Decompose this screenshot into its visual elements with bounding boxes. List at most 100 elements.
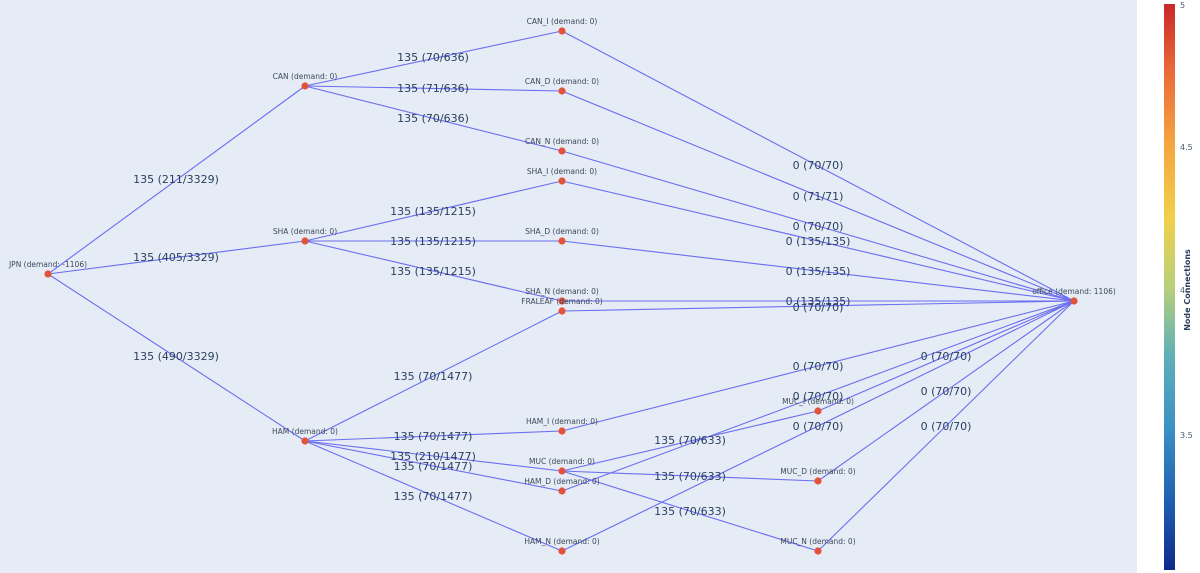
node-sha_d[interactable] bbox=[558, 237, 566, 245]
node-sha[interactable] bbox=[301, 237, 309, 245]
colorbar: 5 4.5 4 3.5 Node Connections bbox=[1164, 1, 1193, 570]
colorbar-title: Node Connections bbox=[1183, 249, 1192, 331]
node-muc_d[interactable] bbox=[814, 477, 822, 485]
edge-label: 0 (70/70) bbox=[793, 420, 844, 433]
edge-can_i-office bbox=[561, 30, 1075, 302]
colorbar-tick: 3.5 bbox=[1180, 431, 1193, 440]
edge-muc_n-office bbox=[817, 300, 1075, 552]
node-label: HAM (demand: 0) bbox=[272, 427, 338, 436]
edge-sha-sha_i bbox=[304, 180, 563, 242]
edge-muc_i-office bbox=[817, 300, 1075, 412]
node-label: CAN_N (demand: 0) bbox=[525, 137, 599, 146]
node-can_i[interactable] bbox=[558, 27, 566, 35]
node-fraleaf[interactable] bbox=[558, 307, 566, 315]
edge-label: 135 (70/1477) bbox=[394, 490, 473, 503]
edge-sha-sha_n bbox=[304, 240, 563, 302]
edge-jpn-ham bbox=[47, 273, 306, 442]
edge-muc-muc_d bbox=[561, 470, 819, 482]
node-label: SHA_I (demand: 0) bbox=[527, 167, 597, 176]
node-label: HAM_I (demand: 0) bbox=[526, 417, 598, 426]
edge-label: 135 (70/636) bbox=[397, 51, 469, 64]
edge-jpn-sha bbox=[47, 240, 306, 275]
colorbar-tick: 4 bbox=[1180, 286, 1185, 295]
node-label: SHA (demand: 0) bbox=[273, 227, 337, 236]
edge-label: 135 (135/1215) bbox=[390, 205, 476, 218]
node-can[interactable] bbox=[301, 82, 309, 90]
edge-label: 135 (405/3329) bbox=[133, 251, 219, 264]
node-label: CAN_D (demand: 0) bbox=[525, 77, 599, 86]
node-can_d[interactable] bbox=[558, 87, 566, 95]
node-label: JPN (demand: -1106) bbox=[8, 260, 87, 269]
edge-muc-muc_n bbox=[561, 470, 819, 552]
node-layer bbox=[44, 27, 1078, 555]
node-label: HAM_D (demand: 0) bbox=[524, 477, 600, 486]
node-muc[interactable] bbox=[558, 467, 566, 475]
edge-ham-muc bbox=[304, 440, 563, 472]
edge-label: 135 (135/1215) bbox=[390, 235, 476, 248]
node-ham[interactable] bbox=[301, 437, 309, 445]
edge-layer bbox=[47, 30, 1075, 552]
node-label-layer: JPN (demand: -1106) CAN (demand: 0) SHA (d… bbox=[8, 17, 1116, 546]
edge-ham-ham_d bbox=[304, 440, 563, 492]
edge-label: 135 (70/636) bbox=[397, 112, 469, 125]
edge-label: 135 (70/633) bbox=[654, 470, 726, 483]
edge-label: 0 (70/70) bbox=[921, 385, 972, 398]
edge-label: 135 (211/3329) bbox=[133, 173, 219, 186]
edge-label: 0 (70/70) bbox=[793, 360, 844, 373]
edge-label: 0 (135/135) bbox=[786, 265, 851, 278]
edge-label: 0 (135/135) bbox=[786, 235, 851, 248]
node-label: MUC (demand: 0) bbox=[529, 457, 595, 466]
node-jpn[interactable] bbox=[44, 270, 52, 278]
node-label: office (demand: 1106) bbox=[1032, 287, 1116, 296]
node-label: SHA_N (demand: 0) bbox=[525, 287, 599, 296]
edge-label: 135 (210/1477) bbox=[390, 450, 476, 463]
edge-ham-ham_i bbox=[304, 430, 563, 442]
colorbar-tick: 5 bbox=[1180, 1, 1185, 10]
edge-label: 0 (70/70) bbox=[921, 420, 972, 433]
edge-label: 0 (70/70) bbox=[793, 159, 844, 172]
node-label: CAN_I (demand: 0) bbox=[527, 17, 598, 26]
node-ham_n[interactable] bbox=[558, 547, 566, 555]
edge-label: 0 (70/70) bbox=[793, 390, 844, 403]
edge-ham_d-office bbox=[561, 300, 1075, 492]
edge-fraleaf-office bbox=[561, 300, 1075, 312]
edge-label: 135 (70/1477) bbox=[394, 460, 473, 473]
node-ham_i[interactable] bbox=[558, 427, 566, 435]
node-muc_i[interactable] bbox=[814, 407, 822, 415]
node-label: MUC_N (demand: 0) bbox=[780, 537, 855, 546]
edge-label: 135 (490/3329) bbox=[133, 350, 219, 363]
edge-ham-fraleaf bbox=[304, 310, 563, 442]
node-label: SHA_D (demand: 0) bbox=[525, 227, 599, 236]
edge-jpn-can bbox=[47, 85, 306, 275]
node-label: FRALEAF (demand: 0) bbox=[521, 297, 602, 306]
edge-label: 0 (71/71) bbox=[793, 190, 844, 203]
colorbar-tick: 4.5 bbox=[1180, 143, 1193, 152]
edge-ham-ham_n bbox=[304, 440, 563, 552]
edge-can-can_d bbox=[304, 85, 563, 92]
edge-muc-muc_i bbox=[561, 410, 819, 472]
edge-can_n-office bbox=[561, 150, 1075, 302]
edge-label: 0 (70/70) bbox=[793, 220, 844, 233]
edge-label: 0 (70/70) bbox=[793, 301, 844, 314]
node-label: CAN (demand: 0) bbox=[273, 72, 338, 81]
edge-can-can_n bbox=[304, 85, 563, 152]
edge-can_d-office bbox=[561, 90, 1075, 302]
node-office[interactable] bbox=[1070, 297, 1078, 305]
node-muc_n[interactable] bbox=[814, 547, 822, 555]
edge-label: 135 (70/1477) bbox=[394, 430, 473, 443]
edge-label: 0 (70/70) bbox=[921, 350, 972, 363]
node-can_n[interactable] bbox=[558, 147, 566, 155]
edge-label: 135 (71/636) bbox=[397, 82, 469, 95]
node-sha_n[interactable] bbox=[558, 297, 566, 305]
edge-label: 135 (70/633) bbox=[654, 434, 726, 447]
edge-sha_d-office bbox=[561, 240, 1075, 302]
edge-muc_d-office bbox=[817, 300, 1075, 482]
edge-sha_i-office bbox=[561, 180, 1075, 302]
colorbar-gradient bbox=[1164, 4, 1175, 570]
node-ham_d[interactable] bbox=[558, 487, 566, 495]
edge-label-layer: 135 (211/3329) 135 (405/3329) 135 (490/332… bbox=[133, 51, 971, 518]
edge-label: 135 (70/1477) bbox=[394, 370, 473, 383]
node-sha_i[interactable] bbox=[558, 177, 566, 185]
edge-can-can_i bbox=[304, 30, 563, 87]
